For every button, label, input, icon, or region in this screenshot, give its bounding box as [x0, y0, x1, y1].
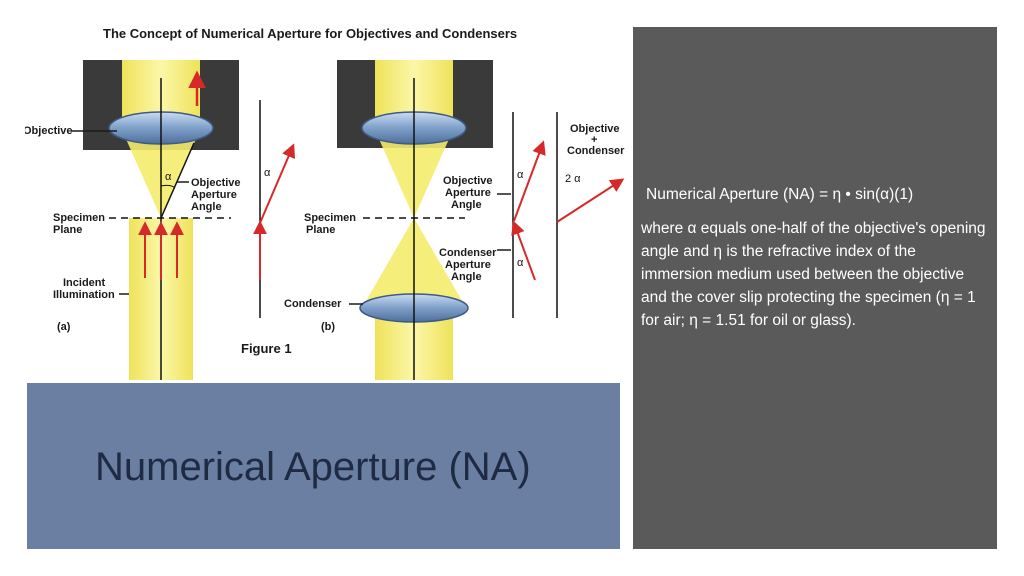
panel-letter-a: (a)	[57, 321, 71, 333]
condenser-label-b: Condenser	[284, 298, 342, 310]
objective-angle-label-b: Objective Aperture Angle	[443, 175, 496, 211]
aperture-angle-label-a: Objective Aperture Angle	[191, 177, 244, 213]
title-band	[27, 383, 620, 549]
alpha-top-b: α	[517, 169, 524, 181]
description-text: where α equals one-half of the objective…	[641, 220, 986, 329]
mid-red-upper-b	[513, 140, 546, 222]
mid-red-lower-b	[511, 220, 536, 281]
side-alpha-a: α	[264, 167, 271, 179]
panel-letter-b: (b)	[321, 321, 335, 333]
side-red-ray-a	[259, 143, 296, 224]
text-panel	[633, 27, 997, 549]
panel-b: Specimen Plane Condenser (b) Objective A…	[284, 60, 625, 380]
objective-label-a: Objective	[25, 125, 73, 137]
two-alpha-b: 2 α	[565, 173, 581, 185]
aperture-ray-a	[160, 142, 195, 219]
panel-a: α Objective Objective Aperture Angle Spe…	[25, 60, 296, 380]
condenser-angle-label-b: Condenser Aperture Angle	[439, 247, 500, 283]
alpha-bottom-b: α	[517, 257, 524, 269]
slide-title: Numerical Aperture (NA)	[95, 445, 531, 489]
illumination-label-a: Incident Illumination	[53, 277, 115, 301]
specimen-label-a: Specimen Plane	[53, 212, 108, 236]
combined-red-ray-b	[556, 178, 625, 223]
alpha-label-a: α	[165, 171, 172, 183]
formula-text: Numerical Aperture (NA) = η • sin(α)(1)	[646, 186, 914, 203]
figure-caption: Figure 1	[241, 341, 292, 356]
numerical-aperture-figure: The Concept of Numerical Aperture for Ob…	[25, 26, 625, 380]
specimen-label-b: Specimen Plane	[304, 212, 359, 236]
figure-heading: The Concept of Numerical Aperture for Ob…	[103, 26, 517, 41]
alpha-arc-a	[160, 184, 176, 189]
combined-label-b: Objective + Condenser	[567, 123, 625, 157]
